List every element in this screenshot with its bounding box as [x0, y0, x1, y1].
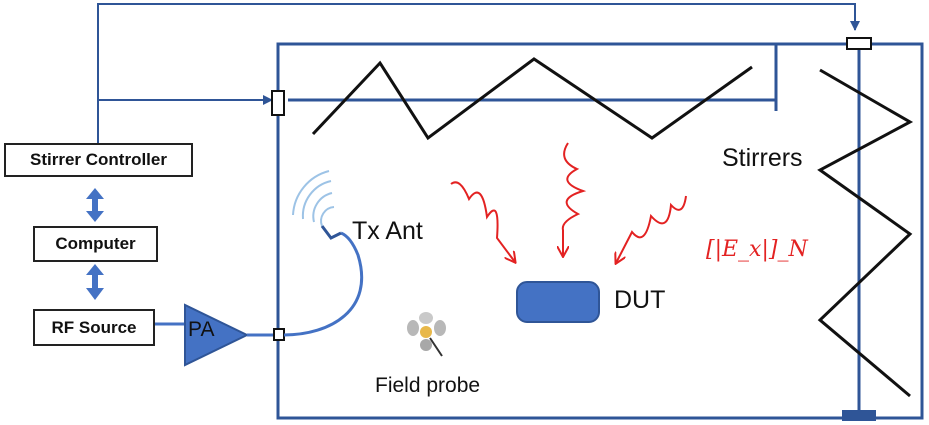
tx-antenna-label: Tx Ant [352, 217, 423, 245]
wall-feedthrough-top [271, 90, 285, 116]
stirrer-motor-base [842, 410, 876, 421]
double-arrow-computer-source [86, 264, 104, 300]
horizontal-stirrer [311, 57, 753, 141]
wave-center [563, 142, 587, 256]
dut-label: DUT [614, 286, 666, 314]
double-arrow-controller-computer [86, 188, 104, 222]
power-amplifier [184, 303, 250, 367]
antenna-feed-cable [283, 231, 364, 337]
vertical-stirrer [817, 68, 914, 398]
field-probe-icon [407, 312, 446, 357]
stirrers-label: Stirrers [722, 144, 803, 172]
tx-antenna-icon [292, 170, 342, 240]
field-probe-label: Field probe [375, 374, 481, 397]
wall-feedthrough-right [846, 37, 872, 50]
rf-source-box: RF Source [33, 309, 155, 346]
field-formula-label: [|E_x|]_N [706, 237, 808, 262]
wave-left [450, 181, 515, 262]
stirrer-controller-box: Stirrer Controller [4, 143, 193, 177]
computer-box: Computer [33, 226, 158, 262]
wave-right [616, 195, 687, 263]
dut-box [516, 281, 600, 323]
wall-feedthrough-rf [273, 328, 285, 341]
stirrer-control-cable [97, 3, 860, 143]
pa-label: PA [188, 318, 215, 341]
chamber-wall [276, 42, 924, 420]
